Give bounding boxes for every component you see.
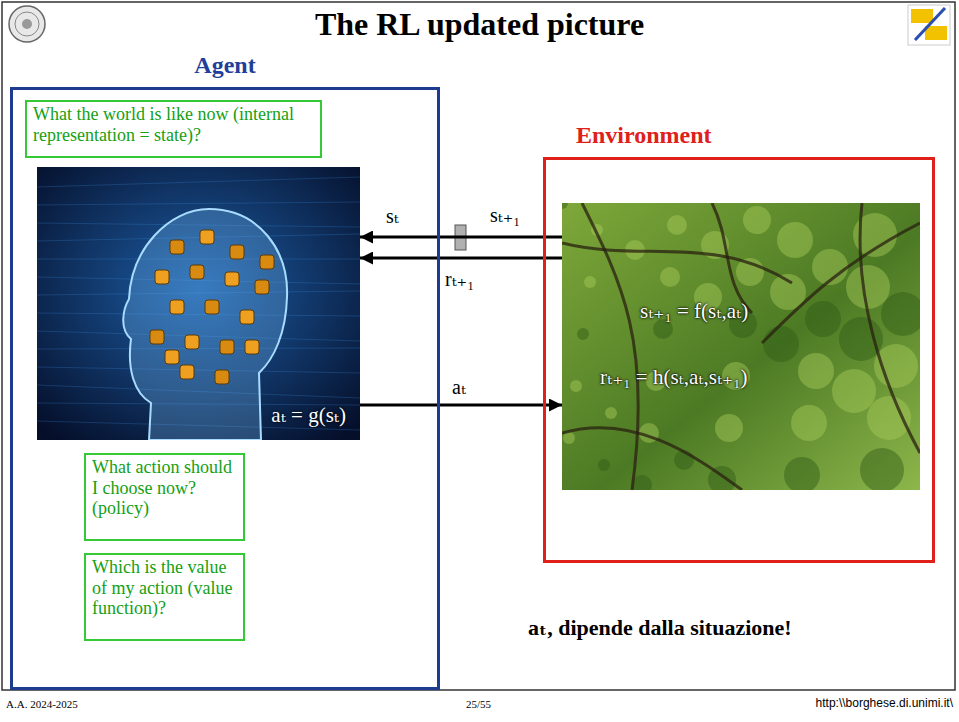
- question-text: What the world is like now (internal rep…: [27, 102, 320, 147]
- signal-arrow: [360, 404, 562, 407]
- slide-title: The RL updated picture: [0, 6, 959, 43]
- question-box: What the world is like now (internal rep…: [25, 100, 322, 158]
- equation-text: aₜ = g(sₜ): [271, 403, 346, 428]
- brain-picture: [37, 167, 360, 440]
- equation-text: sₜ₊₁ = f(sₜ,aₜ): [640, 299, 748, 324]
- box-heading: Environment: [576, 122, 712, 149]
- environment-illustration: sₜ₊₁ = f(sₜ,aₜ) rₜ₊₁ = h(sₜ,aₜ,sₜ₊₁): [562, 203, 920, 490]
- question-box: What action should I choose now? (policy…: [84, 453, 245, 541]
- slide-frame: [2, 2, 955, 690]
- edge-label: rₜ₊₁: [443, 268, 476, 290]
- footer-text: A.A. 2024-2025: [6, 698, 78, 710]
- university-seal: [9, 6, 45, 42]
- question-box: Which is the value of my action (value f…: [84, 553, 245, 641]
- page-number: 25/55: [466, 698, 491, 710]
- box-heading: Agent: [13, 52, 437, 79]
- agent-illustration: aₜ = g(sₜ): [37, 167, 360, 440]
- signal-arrow: [360, 257, 562, 260]
- question-text: What action should I choose now? (policy…: [86, 455, 243, 521]
- environment-box: Environmentsₜ₊₁ = f(sₜ,aₜ)rₜ₊₁ = h(sₜ,aₜ…: [543, 157, 935, 563]
- edge-label: sₜ: [386, 204, 399, 228]
- lab-logo: [908, 5, 950, 45]
- edge-label: aₜ: [450, 376, 468, 398]
- edge-label: sₜ₊₁: [488, 204, 522, 226]
- signal-arrow: [360, 236, 562, 239]
- forest-picture: [562, 203, 920, 490]
- agent-box: AgentWhat the world is like now (interna…: [10, 87, 440, 690]
- equation-text: rₜ₊₁ = h(sₜ,aₜ,sₜ₊₁): [600, 365, 748, 390]
- note: aₜ, dipende dalla situazione!: [528, 614, 792, 641]
- question-text: Which is the value of my action (value f…: [86, 555, 243, 621]
- footer-url: http:\\borghese.di.unimi.it\: [816, 696, 953, 710]
